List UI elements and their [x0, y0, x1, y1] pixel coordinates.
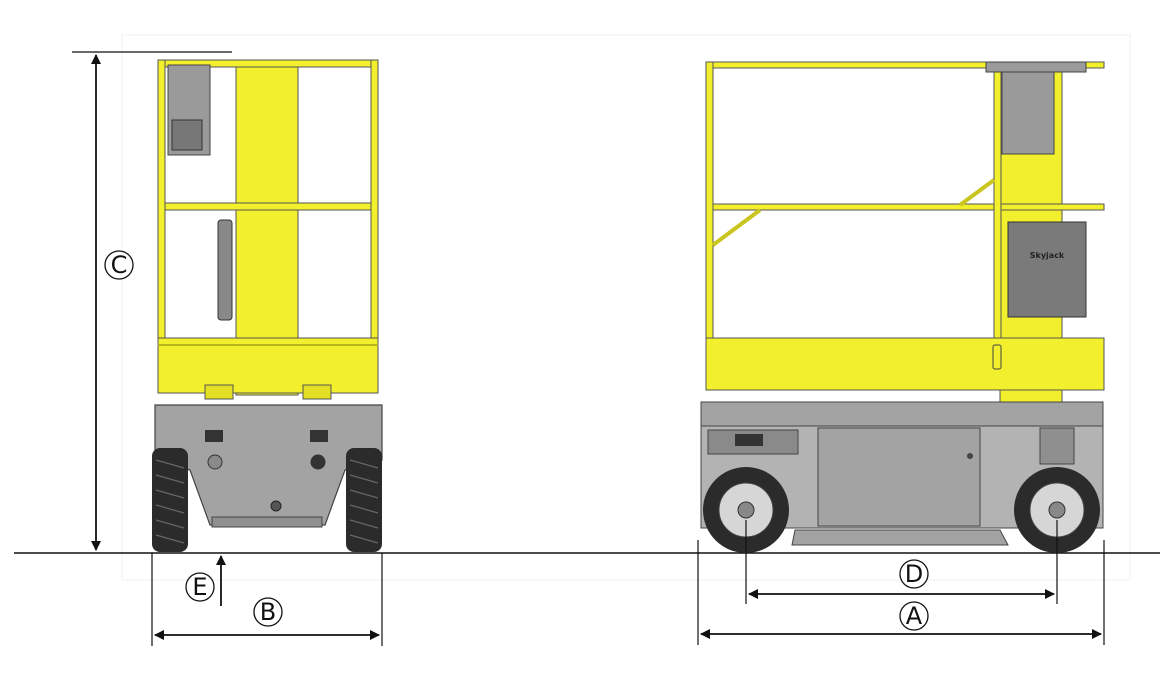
pothole-guard	[211, 516, 323, 528]
hole-left	[207, 454, 223, 470]
front-axle	[1048, 501, 1066, 519]
tiedown-right	[310, 430, 328, 442]
decal-panel	[1007, 221, 1087, 318]
center-bolt	[270, 500, 282, 512]
label-c-circle	[104, 250, 134, 280]
deck-support-left	[204, 384, 234, 400]
dimension-b: B	[151, 553, 383, 646]
label-d: D	[905, 560, 923, 588]
dimension-a: A	[697, 540, 1105, 645]
control-bracket	[985, 61, 1087, 73]
battery-door	[817, 427, 981, 527]
brace-right	[958, 178, 996, 207]
tiedown-left	[205, 430, 223, 442]
brace-left	[711, 208, 762, 247]
label-c: C	[111, 251, 128, 279]
side-rear-post	[705, 61, 714, 343]
side-view: Skyjack	[700, 61, 1105, 553]
side-pothole-guard	[791, 529, 1009, 546]
dimension-e: E	[185, 555, 226, 606]
side-platform-deck	[705, 337, 1105, 391]
side-control-box	[1001, 71, 1055, 155]
side-mid-rail	[705, 203, 1105, 211]
dimension-d: D	[745, 520, 1058, 604]
label-a-circle	[899, 601, 929, 631]
ground-control-display	[735, 434, 763, 446]
side-chassis-top	[700, 401, 1104, 427]
manual-pocket	[217, 219, 233, 321]
rear-axle	[737, 501, 755, 519]
label-a: A	[906, 602, 923, 630]
caster-fork	[1039, 427, 1075, 465]
deck-latch	[992, 344, 1002, 370]
mid-rail	[157, 202, 379, 211]
left-post	[157, 59, 166, 351]
drawing-frame	[121, 34, 1131, 581]
deck-support-right	[302, 384, 332, 400]
door-latch	[967, 453, 973, 459]
platform-deck	[157, 337, 379, 394]
decal-text: Skyjack	[1030, 251, 1065, 260]
label-b-circle	[253, 597, 283, 627]
label-e: E	[192, 573, 207, 601]
label-b: B	[260, 598, 276, 626]
label-d-circle	[899, 559, 929, 589]
label-e-circle	[185, 572, 215, 602]
dimension-c: C	[72, 51, 232, 551]
control-panel	[171, 119, 203, 151]
side-front-post	[993, 61, 1002, 343]
right-post	[370, 59, 379, 351]
front-view	[152, 59, 383, 552]
hole-right	[310, 454, 326, 470]
